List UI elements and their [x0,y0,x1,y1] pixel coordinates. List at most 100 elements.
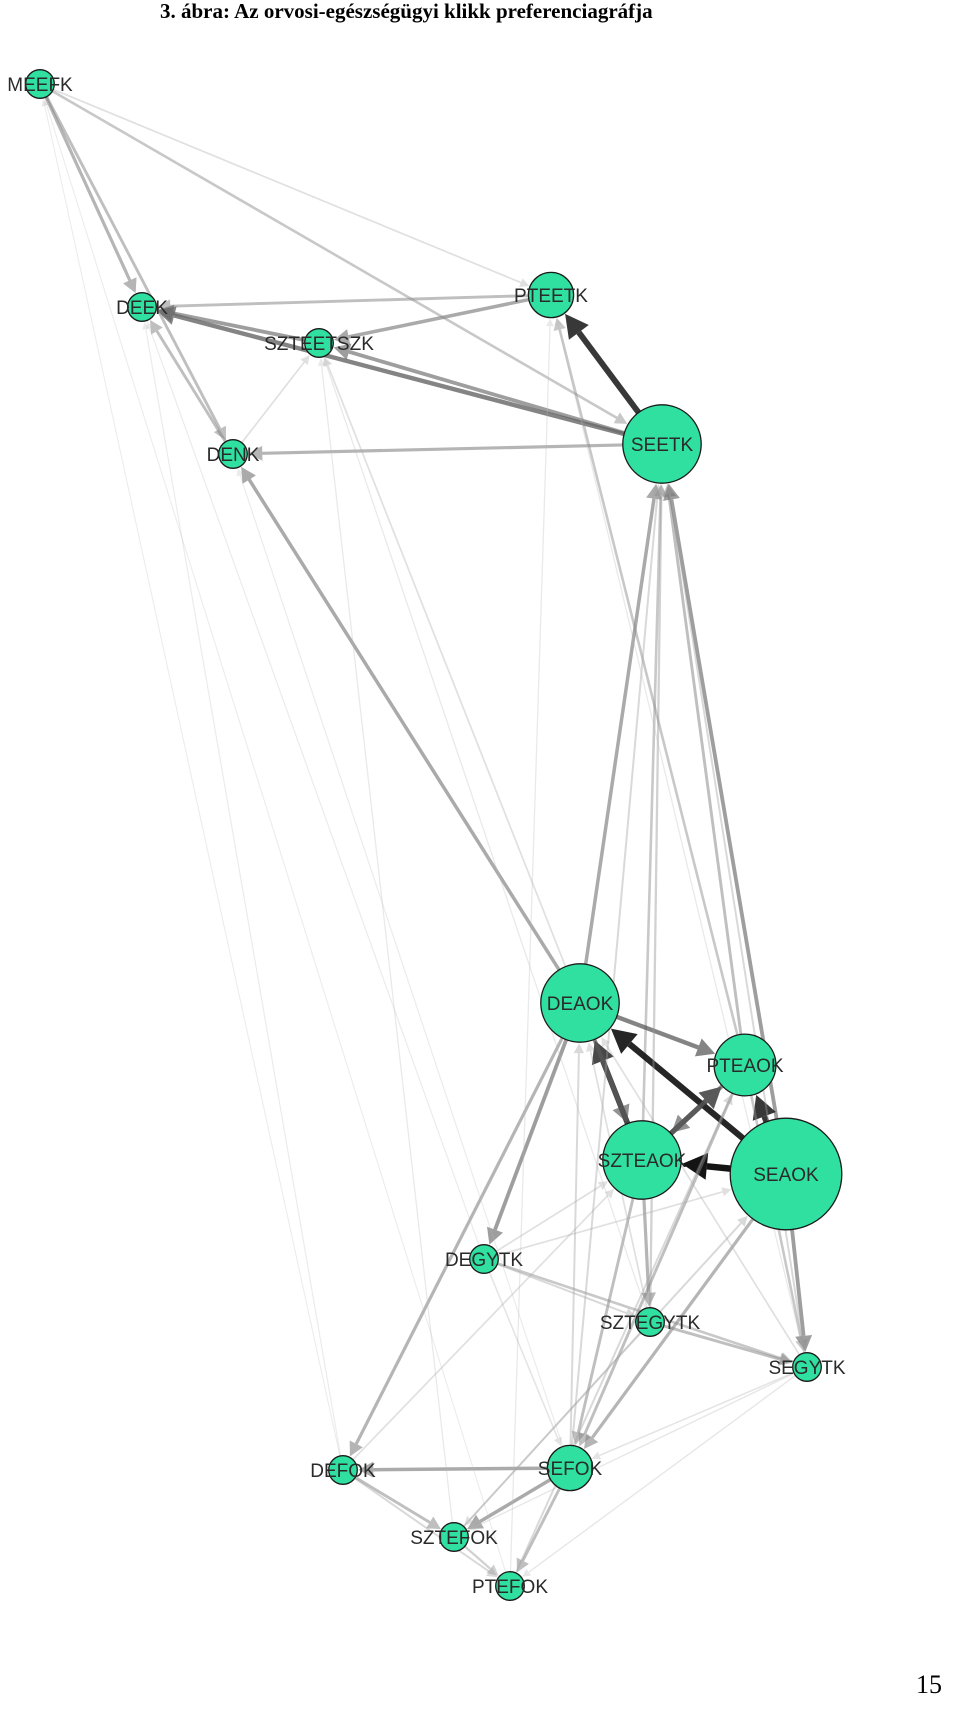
graph-edge-defok-ptefok [354,1477,490,1573]
graph-edge-segytk-ptefok [528,1374,796,1573]
arrowhead-meefk-pteetk [519,278,530,287]
arrowhead-defok-deek [142,322,150,330]
graph-edge-degytk-sefok [488,1271,559,1439]
node-circle-deek [127,292,157,322]
graph-edge-sefok-deaok [569,1053,580,1446]
graph-edge-defok-sztefok [354,1476,431,1524]
node-circle-pteetk [527,271,575,319]
node-circle-seetk [622,404,702,484]
arrowhead-szteaok-szteetszk [323,357,333,368]
graph-edge-pteaok-seetk [667,496,743,1035]
arrowhead-ptefok-meefk [43,98,51,107]
graph-edge-seaok-pteaok [761,1115,770,1123]
graph-edge-seetk-deek [173,313,625,437]
node-circle-pteaok [713,1033,777,1097]
graph-edge-degytk-deek [149,327,480,1246]
node-label-denk: DENK [207,445,260,466]
arrowhead-segytk-seetk [664,483,675,495]
graph-edge-meefk-deek [44,96,132,282]
graph-edge-pteaok-pteetk [558,329,739,1036]
node-label-szteetszk: SZTEETSZK [264,334,374,355]
graph-node-sefok: SEFOK [538,1444,603,1492]
arrowhead-degytk-deek [146,321,154,330]
arrowhead-sztegytk-szteetszk [322,357,331,366]
arrowhead-deaok-pteaok [694,1038,716,1057]
graph-edge-degytk-seaok [497,1191,723,1256]
node-label-defok: DEFOK [310,1461,376,1482]
graph-edge-szteaok-seetk [641,496,662,1121]
graph-edge-defok-deek [145,329,342,1457]
graph-edge-deaok-degytk [493,1039,569,1231]
node-circle-ptefok [495,1571,525,1601]
graph-node-denk: DENK [207,439,260,469]
arrowhead-sefok-ptefok [516,1557,529,1573]
graph-edge-szteetszk-deek [172,311,306,343]
graph-node-degytk: DEGYTK [445,1244,523,1274]
graph-edge-szteaok-sefok [576,1197,635,1433]
graph-edge-defok-szteaok [352,1194,609,1461]
graph-edge-deaok-seetk [583,498,656,965]
arrowhead-sefok-deaok [573,1043,585,1054]
arrowhead-seetk-szteetszk [333,343,352,360]
arrowhead-segytk-sefok [591,1451,602,1460]
graph-edge-sefok-seetk [571,493,659,1446]
node-circle-sefok [546,1444,594,1492]
node-label-pteetk: PTEETK [514,286,588,307]
arrowhead-seaok-deaok [610,1028,638,1054]
arrowhead-denk-szteetszk [300,355,310,366]
node-label-deaok: DEAOK [547,994,614,1015]
arrowhead-deaok-szteaok [612,1103,630,1123]
page-number: 15 [916,1670,942,1699]
graph-edge-pteaok-szteaok [682,1084,724,1123]
graph-node-szteetszk: SZTEETSZK [264,328,374,358]
node-circle-szteaok [602,1120,682,1200]
graph-node-pteetk: PTEETK [514,271,588,319]
graph-edge-sztegytk-sztefok [469,1331,641,1520]
arrowhead-segytk-pteetk [554,317,563,327]
arrowhead-defok-szteaok [604,1188,615,1199]
graph-edge-meefk-pteetk [52,88,522,284]
arrowhead-segytk-deaok [601,1037,610,1048]
graph-node-szteaok: SZTEAOK [598,1120,687,1200]
arrowhead-sztegytk-seetk [655,484,668,496]
graph-edge-szteaok-sztegytk [642,1199,651,1293]
graph-node-meefk: MEEFK [7,69,73,99]
graph-edge-deaok-pteaok [615,1014,700,1050]
graph-node-seetk: SEETK [622,404,702,484]
graph-edge-sztefok-seaok [462,1222,742,1528]
graph-node-deaok: DEAOK [540,963,620,1043]
graph-edge-pteetk-szteetszk [348,297,530,339]
node-label-degytk: DEGYTK [445,1250,523,1271]
arrowhead-sztefok-seaok [737,1215,748,1227]
node-circle-meefk [25,69,55,99]
arrowhead-defok-sztefok [426,1516,441,1530]
graph-edge-degytk-segytk [497,1262,782,1360]
graph-edge-sztegytk-szteetszk [325,364,647,1309]
arrowhead-pteetk-szteetszk [333,329,351,345]
arrowhead-pteaok-segytk [795,1338,808,1353]
arrowhead-sefok-sztefok [467,1514,485,1530]
arrowhead-seaok-segytk [795,1334,813,1352]
node-circle-seaok [729,1117,843,1231]
node-label-seaok: SEAOK [753,1165,819,1186]
graph-edge-segytk-sefok [599,1371,795,1457]
arrowhead-szteaok-sefok [571,1430,586,1446]
arrowhead-deaok-denk [241,466,256,484]
graph-node-pteaok: PTEAOK [706,1033,784,1097]
graph-edge-degytk-szteaok [495,1185,601,1253]
graph-edge-meefk-denk [45,96,222,430]
arrowhead-sztefok-ptefok [486,1564,499,1576]
graph-edge-pteaok-sefok [583,1092,735,1436]
arrowhead-denk-deek [150,320,163,335]
graph-edge-seaok-szteaok [706,1163,731,1172]
node-circle-deaok [540,963,620,1043]
arrowhead-ptefok-pteetk [546,318,554,327]
graph-node-ptefok: PTEFOK [472,1571,548,1601]
graph-edge-sefok-defok [373,1466,548,1472]
graph-edge-sefok-sztefok [479,1478,552,1524]
graph-edge-deaok-szteaok [592,1038,623,1108]
graph-edge-seaok-seetk [669,499,779,1120]
graph-edge-pteetk-deek [170,294,529,308]
arrowhead-meefk-seetk [613,412,628,424]
node-label-sztegytk: SZTEGYTK [600,1313,701,1334]
